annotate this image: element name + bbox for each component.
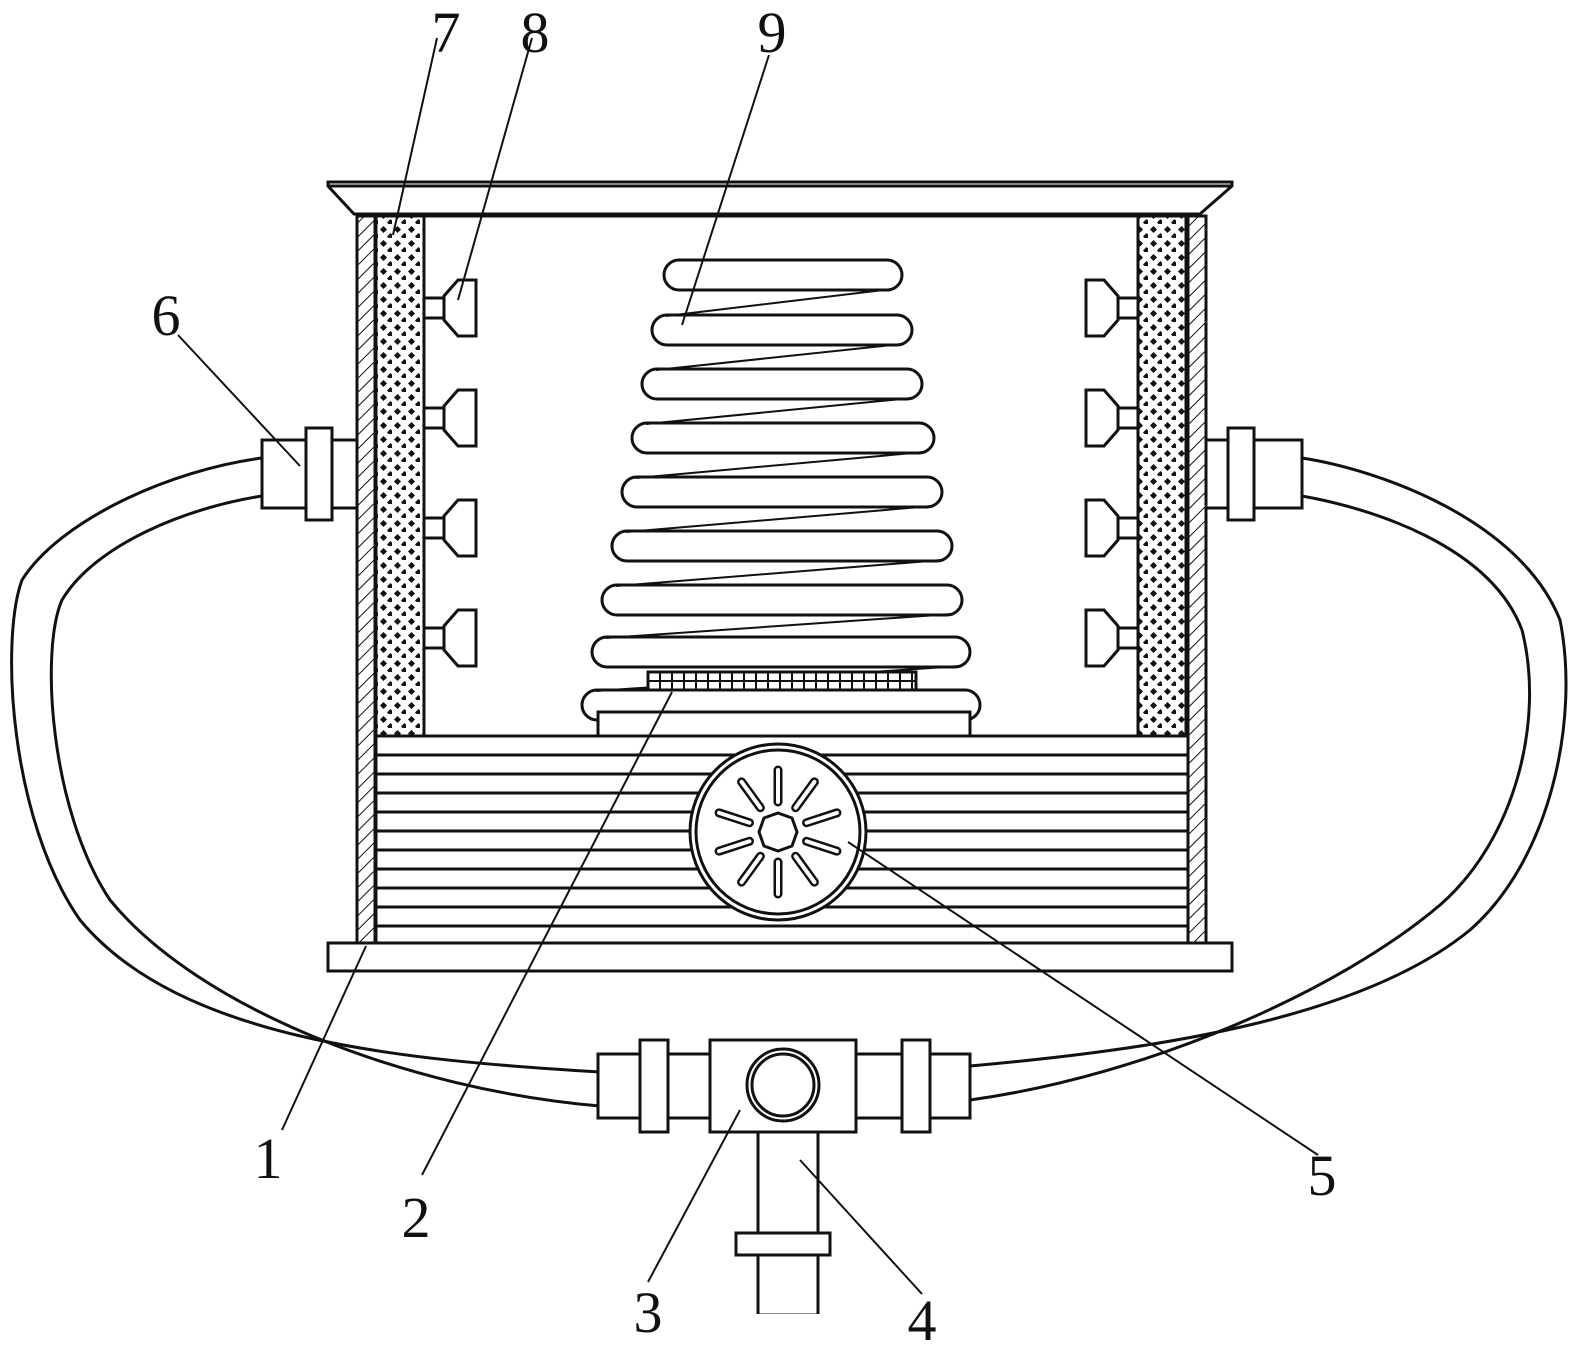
right-hose [969,456,1568,1102]
label-1: 1 [254,1126,283,1191]
housing [326,180,1234,973]
fan-hub [757,811,799,853]
tee-pump [596,1038,972,1134]
coil-connector [645,397,913,425]
label-4: 4 [908,1288,937,1353]
label-9: 9 [758,0,787,65]
left-hose [10,456,601,1108]
base-plate [326,941,1234,973]
coil-ring [630,421,936,455]
coil-ring [620,475,944,509]
left-outer-wall [355,214,377,945]
left-insulation-layer [374,214,426,738]
coil-connector [625,505,933,533]
coil-connector [635,451,925,479]
coil-ring [610,529,954,563]
spray-nozzle-left [422,388,478,448]
coil-ring [600,583,964,617]
right-outer-wall [1186,214,1208,945]
coil-ring [640,367,924,401]
coil-connector [655,343,903,371]
labels: 1 2 3 4 5 6 7 8 9 [152,0,1337,1353]
label-3: 3 [634,1280,663,1345]
spray-nozzle-left [422,608,478,668]
coil-ring [590,635,972,669]
mesh-plate [646,670,918,692]
spray-nozzle-right [1084,498,1140,558]
spray-nozzle-left [422,278,478,338]
label-5: 5 [1308,1143,1337,1208]
left-connector [260,426,359,522]
spray-nozzle-right [1084,278,1140,338]
label-2: 2 [402,1185,431,1250]
coil-ring [662,258,904,292]
leader-lines [177,37,1319,1295]
spray-nozzle-left [422,498,478,558]
spray-nozzles [422,278,1140,668]
fan [688,742,868,922]
drain-pipe [734,1130,832,1324]
spray-nozzle-right [1084,608,1140,668]
label-8: 8 [521,0,550,65]
spray-nozzle-right [1084,388,1140,448]
right-connector [1204,426,1304,522]
coil-ring [650,313,914,347]
label-7: 7 [432,0,461,65]
conical-coil [580,258,982,738]
fan-blades [714,765,842,899]
right-insulation-layer [1136,214,1188,738]
label-6: 6 [152,283,181,348]
coil-connector [605,613,953,639]
coil-connector [665,288,893,317]
coil-connector [615,559,943,587]
